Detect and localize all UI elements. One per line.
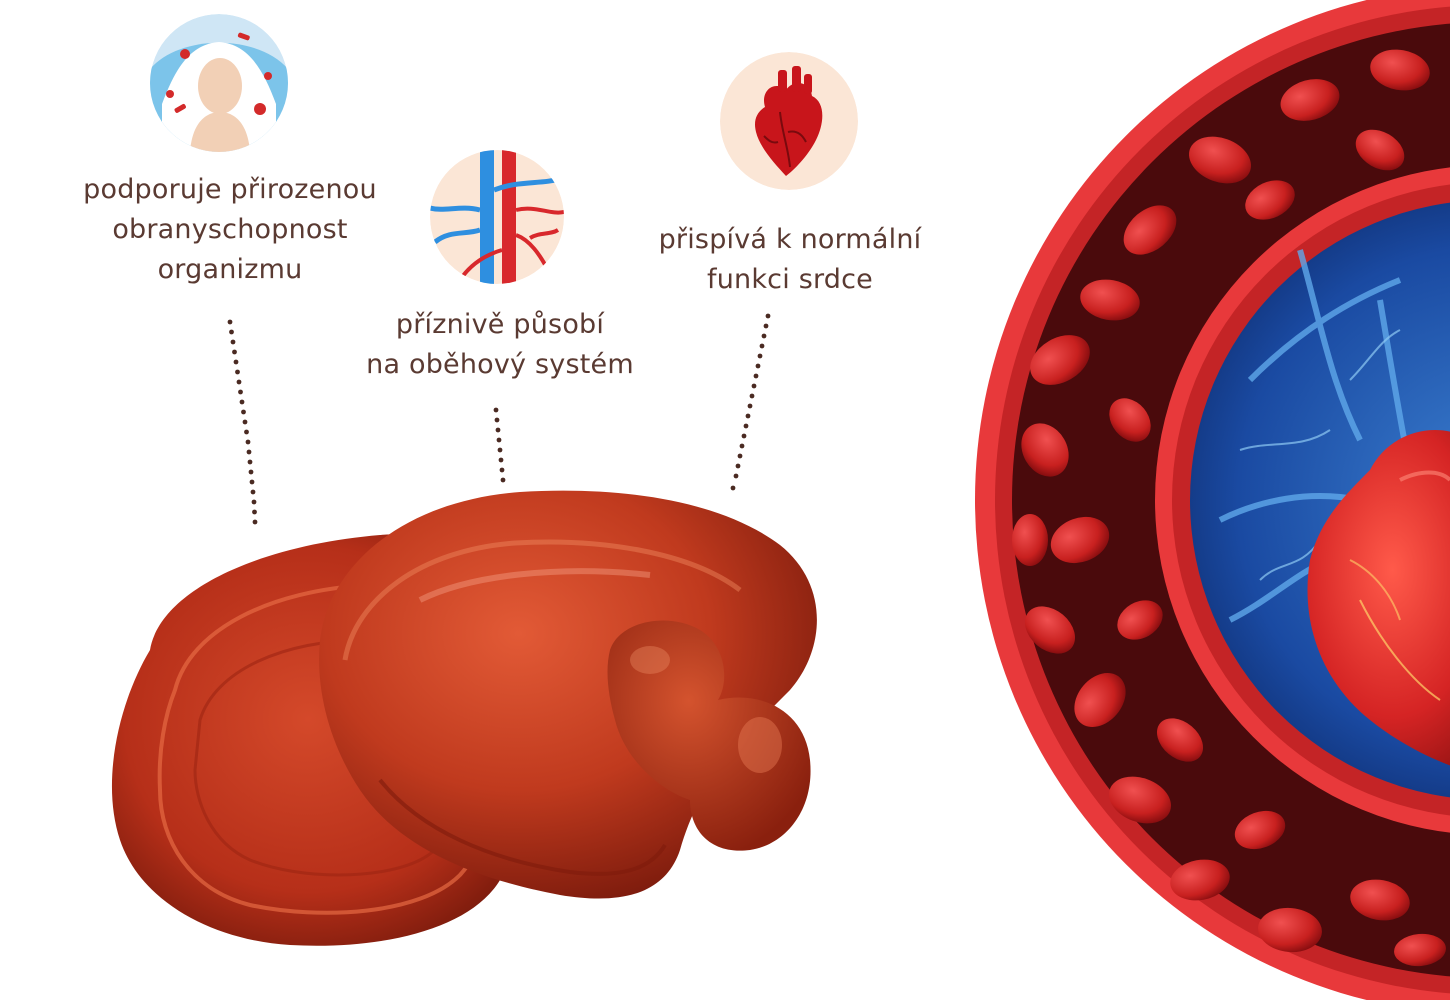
heart-icon bbox=[720, 52, 858, 190]
benefit-label-heart: přispívá k normální funkci srdce bbox=[630, 220, 950, 300]
benefit-label-immunity: podporuje přirozenou obranyschopnost org… bbox=[60, 170, 400, 290]
connector-line-2 bbox=[493, 407, 506, 483]
immune-defense-icon bbox=[150, 14, 288, 152]
red-blood-cells bbox=[1012, 49, 1446, 967]
anatomical-heart bbox=[1307, 430, 1450, 766]
reishi-mushroom-illustration bbox=[111, 490, 817, 946]
connector-lines bbox=[227, 313, 771, 525]
connector-line-1 bbox=[227, 319, 258, 525]
benefit-label-circulation: příznivě působí na oběhový systém bbox=[340, 305, 660, 385]
benefit-label-line: funkci srdce bbox=[707, 264, 873, 295]
benefit-label-line: organizmu bbox=[157, 254, 303, 285]
benefit-label-line: obranyschopnost bbox=[112, 214, 348, 245]
blood-vessels-icon bbox=[430, 150, 564, 284]
benefit-label-line: na oběhový systém bbox=[366, 349, 634, 380]
benefit-label-line: příznivě působí bbox=[395, 309, 605, 340]
connector-line-3 bbox=[730, 313, 771, 491]
benefit-label-line: přispívá k normální bbox=[658, 224, 922, 255]
blood-vessel-illustration bbox=[975, 0, 1450, 1000]
benefit-label-line: podporuje přirozenou bbox=[83, 174, 377, 205]
